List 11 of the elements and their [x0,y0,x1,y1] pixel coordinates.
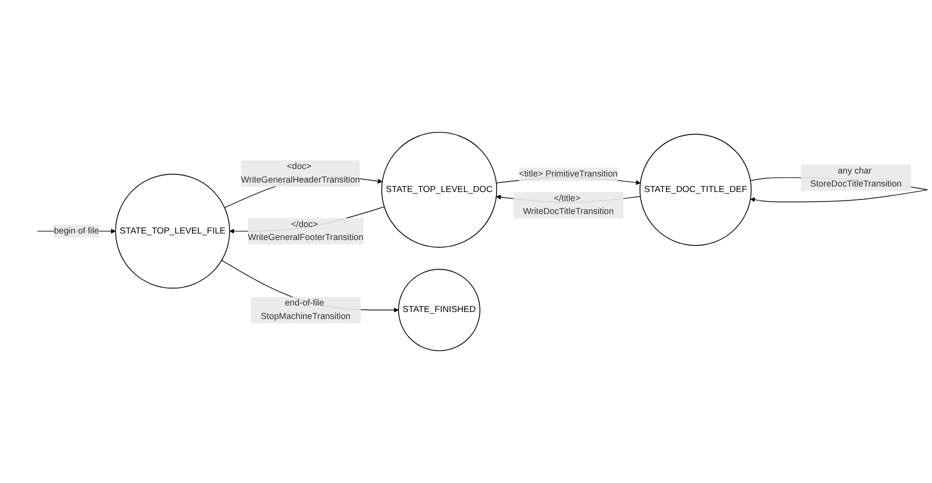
edge-label: <title> PrimitiveTransition [519,169,618,179]
edge-label: begin of file [54,226,100,236]
node-circle: STATE_DOC_TITLE_DEF [640,134,752,246]
edge-label: </doc> WriteGeneralFooterTransition [248,220,364,242]
node-circle: STATE_TOP_LEVEL_FILE [115,174,230,289]
edge-label: </title> WriteDocTitleTransition [522,194,614,216]
edge-label: end-of-file StopMachineTransition [260,298,351,322]
edge-label: <doc> WriteGeneralHeaderTransition [240,162,360,184]
node-circle: STATE_TOP_LEVEL_DOC [381,132,498,248]
node-circle: STATE_FINISHED [398,268,480,352]
edge-label: any char StoreDocTitleTransition [810,166,902,189]
